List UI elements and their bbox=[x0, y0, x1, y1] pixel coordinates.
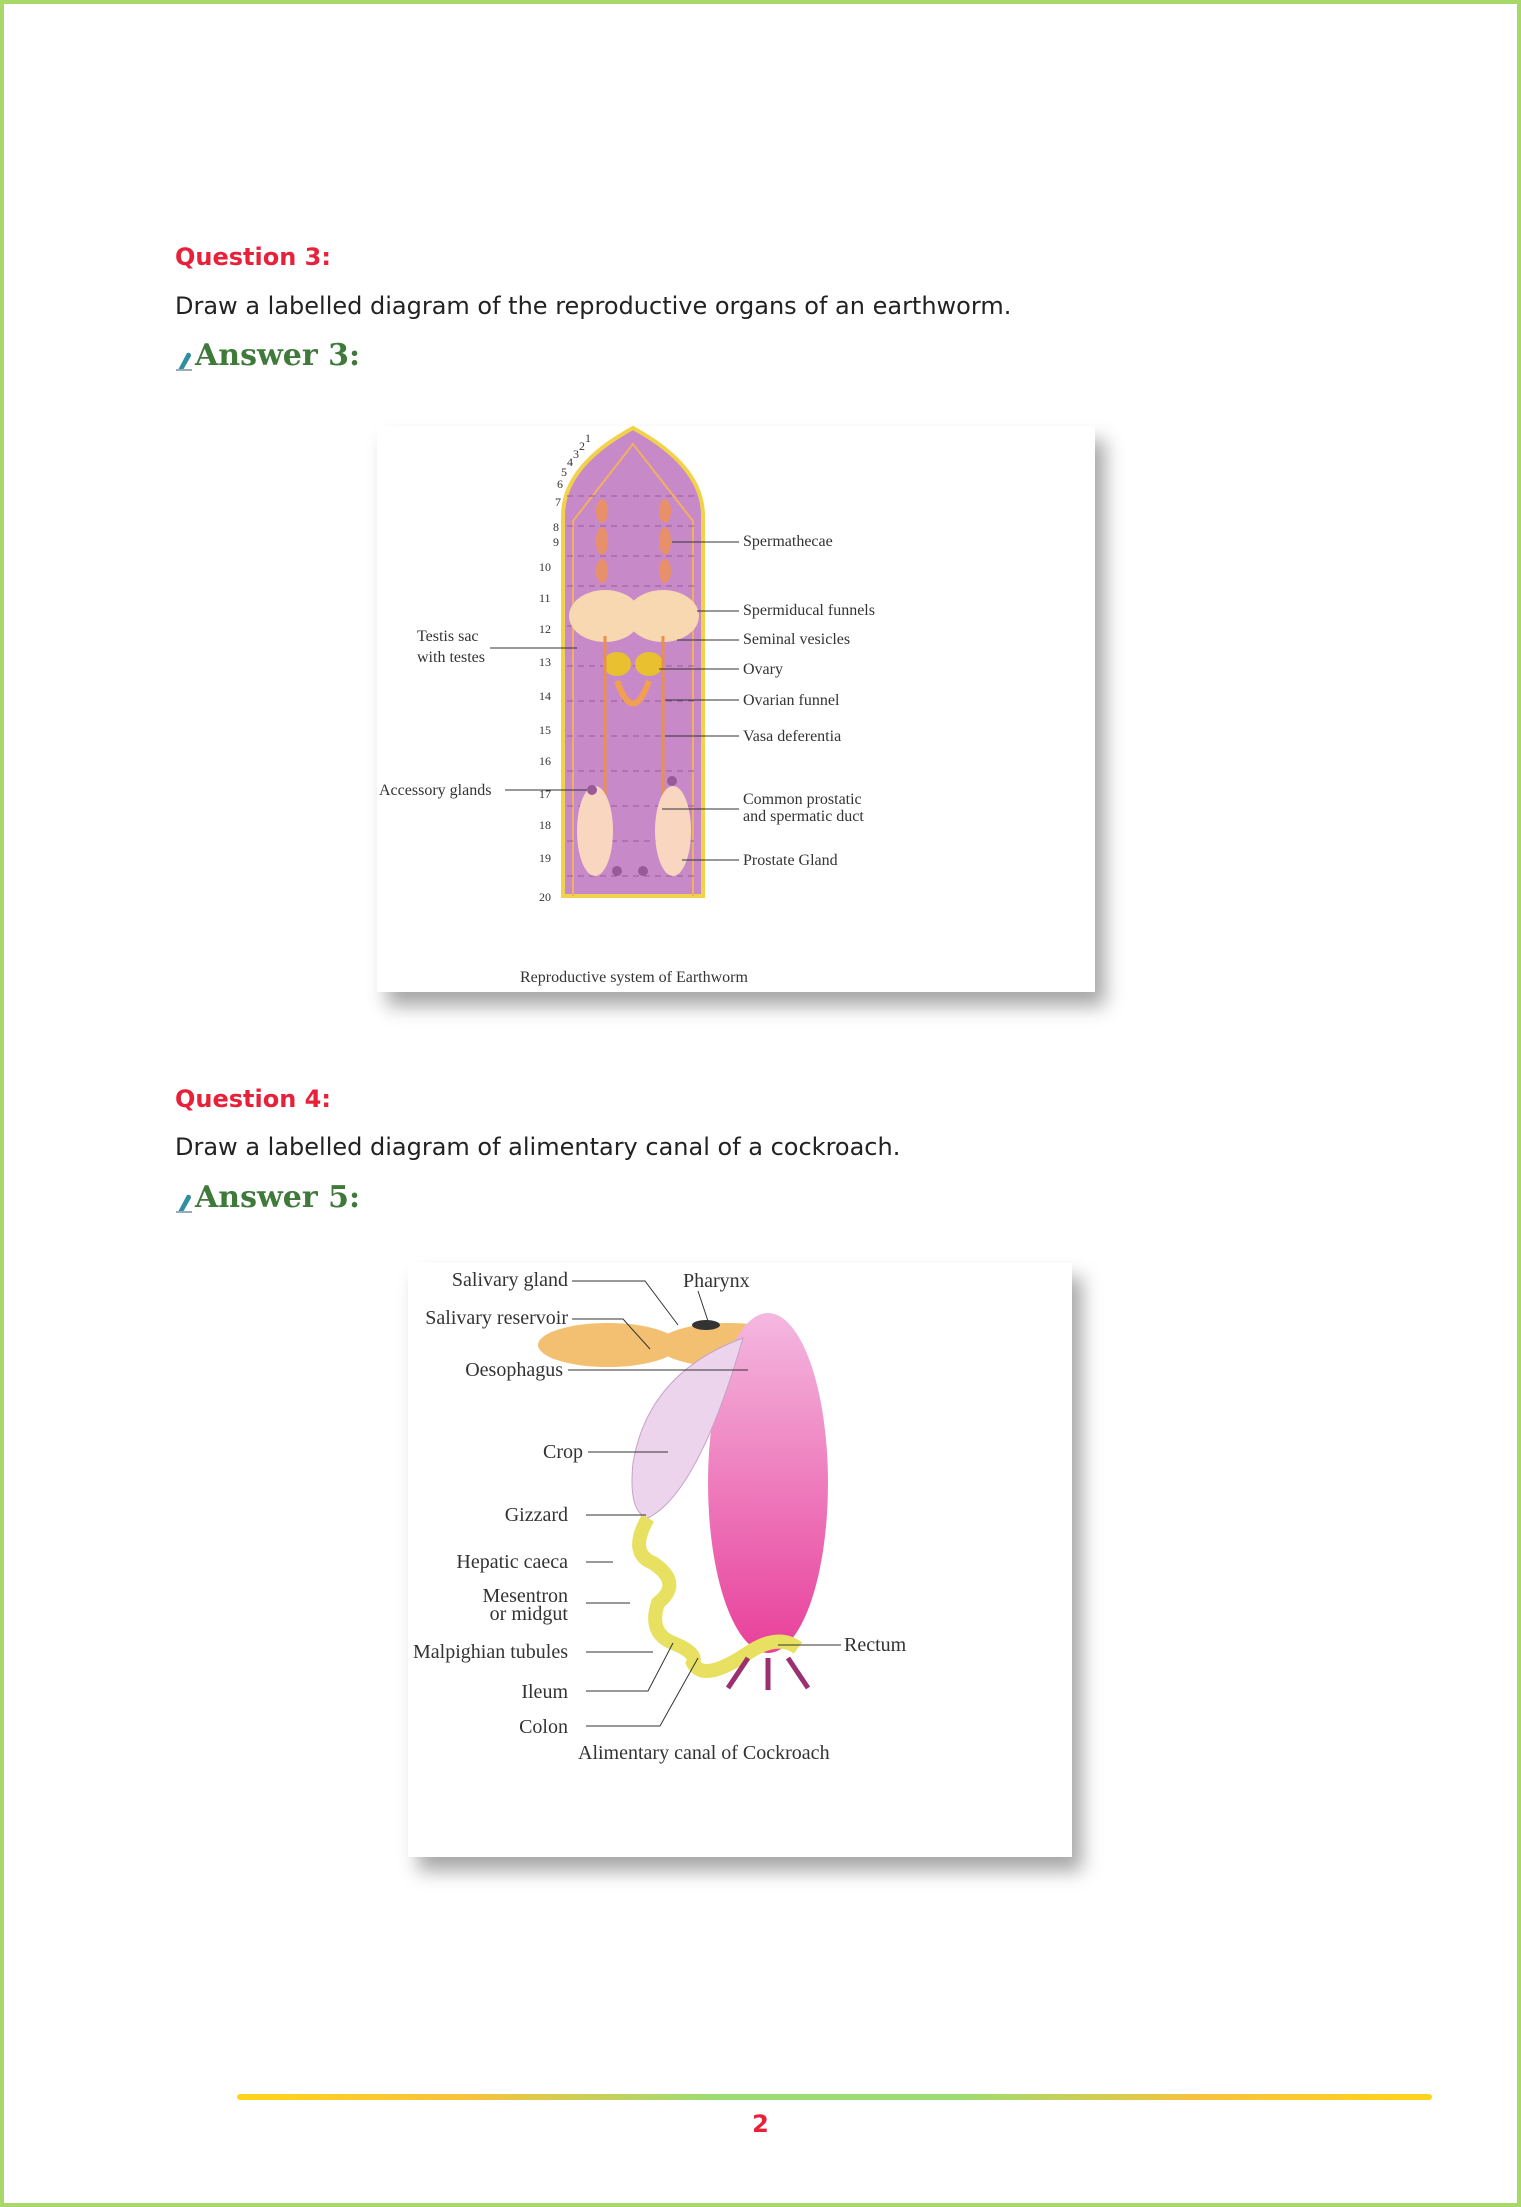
label-malpighian-tubules: Malpighian tubules bbox=[413, 1641, 568, 1663]
label-accessory-glands: Accessory glands bbox=[379, 782, 491, 799]
segment-number: 6 bbox=[557, 477, 563, 491]
segment-number: 9 bbox=[553, 535, 559, 549]
label-salivary-gland: Salivary gland bbox=[452, 1269, 568, 1291]
segment-number: 16 bbox=[539, 754, 551, 768]
segment-number: 19 bbox=[539, 851, 551, 865]
label-testis-sac-2: with testes bbox=[417, 649, 485, 666]
label-common-duct-2: and spermatic duct bbox=[743, 808, 864, 825]
segment-number: 18 bbox=[539, 818, 551, 832]
label-common-duct-1: Common prostatic bbox=[743, 791, 862, 808]
label-seminal-vesicles: Seminal vesicles bbox=[743, 631, 850, 648]
answer-3-heading: Answer 3: bbox=[175, 338, 360, 373]
segment-number: 8 bbox=[553, 520, 559, 534]
segment-number: 15 bbox=[539, 723, 551, 737]
label-mesentron-1: Mesentron bbox=[482, 1585, 568, 1607]
segment-number: 3 bbox=[573, 447, 579, 461]
label-colon: Colon bbox=[519, 1716, 568, 1738]
segment-number: 5 bbox=[561, 465, 567, 479]
segment-number: 20 bbox=[539, 890, 551, 904]
label-spermiducal-funnels: Spermiducal funnels bbox=[743, 602, 875, 619]
label-hepatic-caeca: Hepatic caeca bbox=[456, 1551, 568, 1573]
segment-number: 11 bbox=[539, 591, 551, 605]
question-3-heading: Question 3: bbox=[175, 243, 331, 271]
label-gizzard: Gizzard bbox=[505, 1504, 568, 1526]
question-4-text: Draw a labelled diagram of alimentary ca… bbox=[175, 1133, 901, 1161]
segment-number: 1 bbox=[585, 431, 591, 445]
pen-icon bbox=[175, 345, 193, 371]
answer-5-heading: Answer 5: bbox=[175, 1180, 360, 1215]
question-3-text: Draw a labelled diagram of the reproduct… bbox=[175, 292, 1012, 320]
question-4-heading: Question 4: bbox=[175, 1085, 331, 1113]
label-ovarian-funnel: Ovarian funnel bbox=[743, 692, 840, 709]
segment-number: 2 bbox=[579, 439, 585, 453]
label-ovary: Ovary bbox=[743, 661, 783, 678]
label-oesophagus: Oesophagus bbox=[465, 1359, 563, 1381]
label-salivary-reservoir: Salivary reservoir bbox=[425, 1307, 568, 1329]
cockroach-diagram: Salivary gland Salivary reservoir Pharyn… bbox=[408, 1263, 1072, 1857]
label-testis-sac-1: Testis sac bbox=[417, 628, 479, 645]
segment-number: 10 bbox=[539, 560, 551, 574]
page-number: 2 bbox=[752, 2110, 769, 2138]
answer-5-label: Answer 5: bbox=[195, 1180, 361, 1215]
footer-divider bbox=[237, 2094, 1432, 2100]
figure-1-caption: Reproductive system of Earthworm bbox=[520, 969, 749, 986]
pen-icon bbox=[175, 1187, 193, 1213]
segment-number: 13 bbox=[539, 655, 551, 669]
segment-number: 7 bbox=[555, 495, 561, 509]
segment-number: 12 bbox=[539, 622, 551, 636]
label-crop: Crop bbox=[543, 1441, 583, 1463]
label-pharynx: Pharynx bbox=[683, 1270, 750, 1292]
label-prostate-gland: Prostate Gland bbox=[743, 852, 838, 869]
label-spermathecae: Spermathecae bbox=[743, 533, 833, 550]
label-mesentron-2: or midgut bbox=[490, 1603, 569, 1625]
answer-3-label: Answer 3: bbox=[195, 338, 361, 373]
label-rectum: Rectum bbox=[844, 1634, 907, 1656]
segment-number: 14 bbox=[539, 689, 551, 703]
label-vasa-deferentia: Vasa deferentia bbox=[743, 728, 841, 745]
segment-number: 4 bbox=[567, 455, 573, 469]
label-ileum: Ileum bbox=[521, 1681, 568, 1703]
segment-number: 17 bbox=[539, 787, 551, 801]
figure-2-caption: Alimentary canal of Cockroach bbox=[578, 1742, 830, 1764]
